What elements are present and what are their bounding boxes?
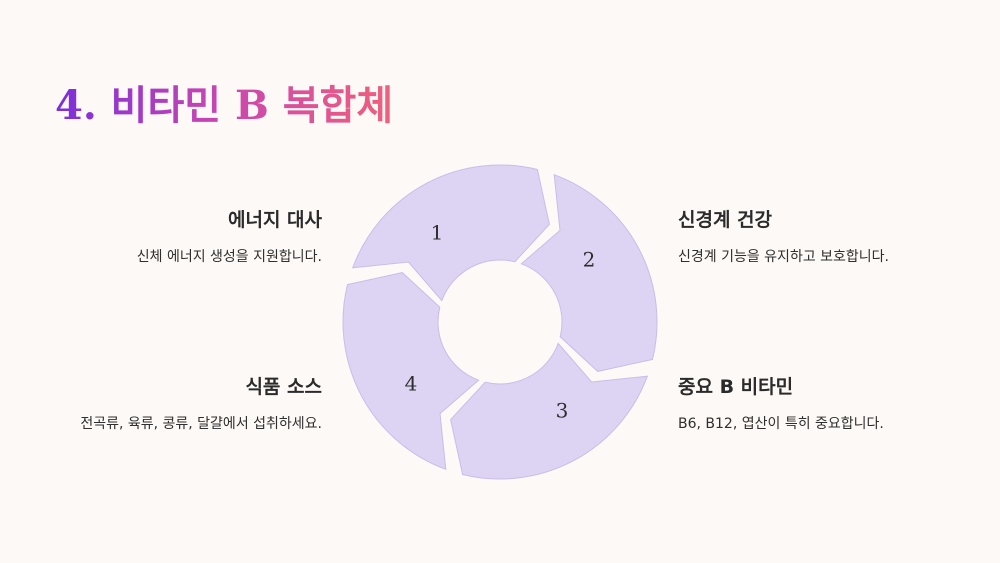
page-title: 4. 비타민 B 복합체: [55, 80, 393, 132]
block-food-sources-desc: 전곡류, 육류, 콩류, 달걀에서 섭취하세요.: [80, 416, 322, 432]
block-food-sources-title: 식품 소스: [245, 376, 322, 398]
cycle-segment-1: [520, 173, 658, 372]
block-nerve: 신경계 건강 신경계 기능을 유지하고 보호합니다.: [678, 207, 978, 267]
cycle-segment-4: [351, 164, 550, 302]
block-key-vitamins: 중요 B 비타민 B6, B12, 엽산이 특히 중요합니다.: [678, 374, 978, 434]
block-key-vitamins-title: 중요 B 비타민: [678, 376, 794, 398]
block-nerve-title: 신경계 건강: [678, 209, 773, 231]
cycle-number-4: 4: [405, 372, 418, 396]
block-key-vitamins-desc: B6, B12, 엽산이 특히 중요합니다.: [678, 416, 884, 432]
cycle-diagram: 1 2 3 4: [342, 164, 658, 480]
block-energy: 에너지 대사 신체 에너지 생성을 지원합니다.: [22, 207, 322, 267]
block-energy-desc: 신체 에너지 생성을 지원합니다.: [136, 249, 322, 265]
cycle-number-3: 3: [556, 399, 569, 423]
cycle-number-1: 1: [431, 221, 444, 245]
block-food-sources: 식품 소스 전곡류, 육류, 콩류, 달걀에서 섭취하세요.: [22, 374, 322, 434]
block-nerve-desc: 신경계 기능을 유지하고 보호합니다.: [678, 249, 889, 265]
cycle-segment-2: [450, 342, 649, 480]
block-energy-title: 에너지 대사: [227, 209, 322, 231]
cycle-segment-3: [342, 272, 480, 471]
cycle-number-2: 2: [583, 248, 596, 272]
